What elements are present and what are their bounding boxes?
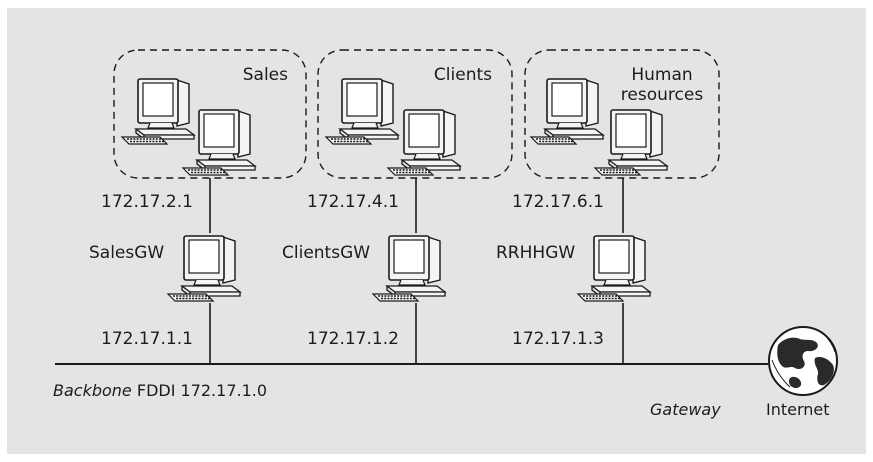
globe-icon <box>768 326 838 396</box>
sales-backbone-ip: 172.17.1.1 <box>101 329 193 349</box>
group-boundary-human-resources <box>524 49 720 179</box>
clients-backbone-ip: 172.17.1.2 <box>307 329 399 349</box>
backbone-label-rest: FDDI 172.17.1.0 <box>132 381 267 400</box>
hr-backbone-ip: 172.17.1.3 <box>512 329 604 349</box>
group-label-human-resources-line1: Human <box>631 65 692 85</box>
backbone-label: Backbone FDDI 172.17.1.0 <box>53 381 267 400</box>
sales-lan-ip: 172.17.2.1 <box>101 192 193 212</box>
group-label-sales: Sales <box>243 65 288 85</box>
gateway-label: Gateway <box>650 400 721 419</box>
group-boundary-sales <box>113 49 307 179</box>
hr-gateway-name: RRHHGW <box>496 243 575 263</box>
hr-lan-ip: 172.17.6.1 <box>512 192 604 212</box>
group-boundary-clients <box>317 49 513 179</box>
sales-gateway-name: SalesGW <box>89 243 164 263</box>
clients-lan-ip: 172.17.4.1 <box>307 192 399 212</box>
group-label-human-resources-line2: resources <box>621 85 704 105</box>
internet-label: Internet <box>766 400 830 419</box>
backbone-label-italic: Backbone <box>53 381 132 400</box>
clients-gateway-name: ClientsGW <box>282 243 370 263</box>
group-label-clients: Clients <box>434 65 492 85</box>
